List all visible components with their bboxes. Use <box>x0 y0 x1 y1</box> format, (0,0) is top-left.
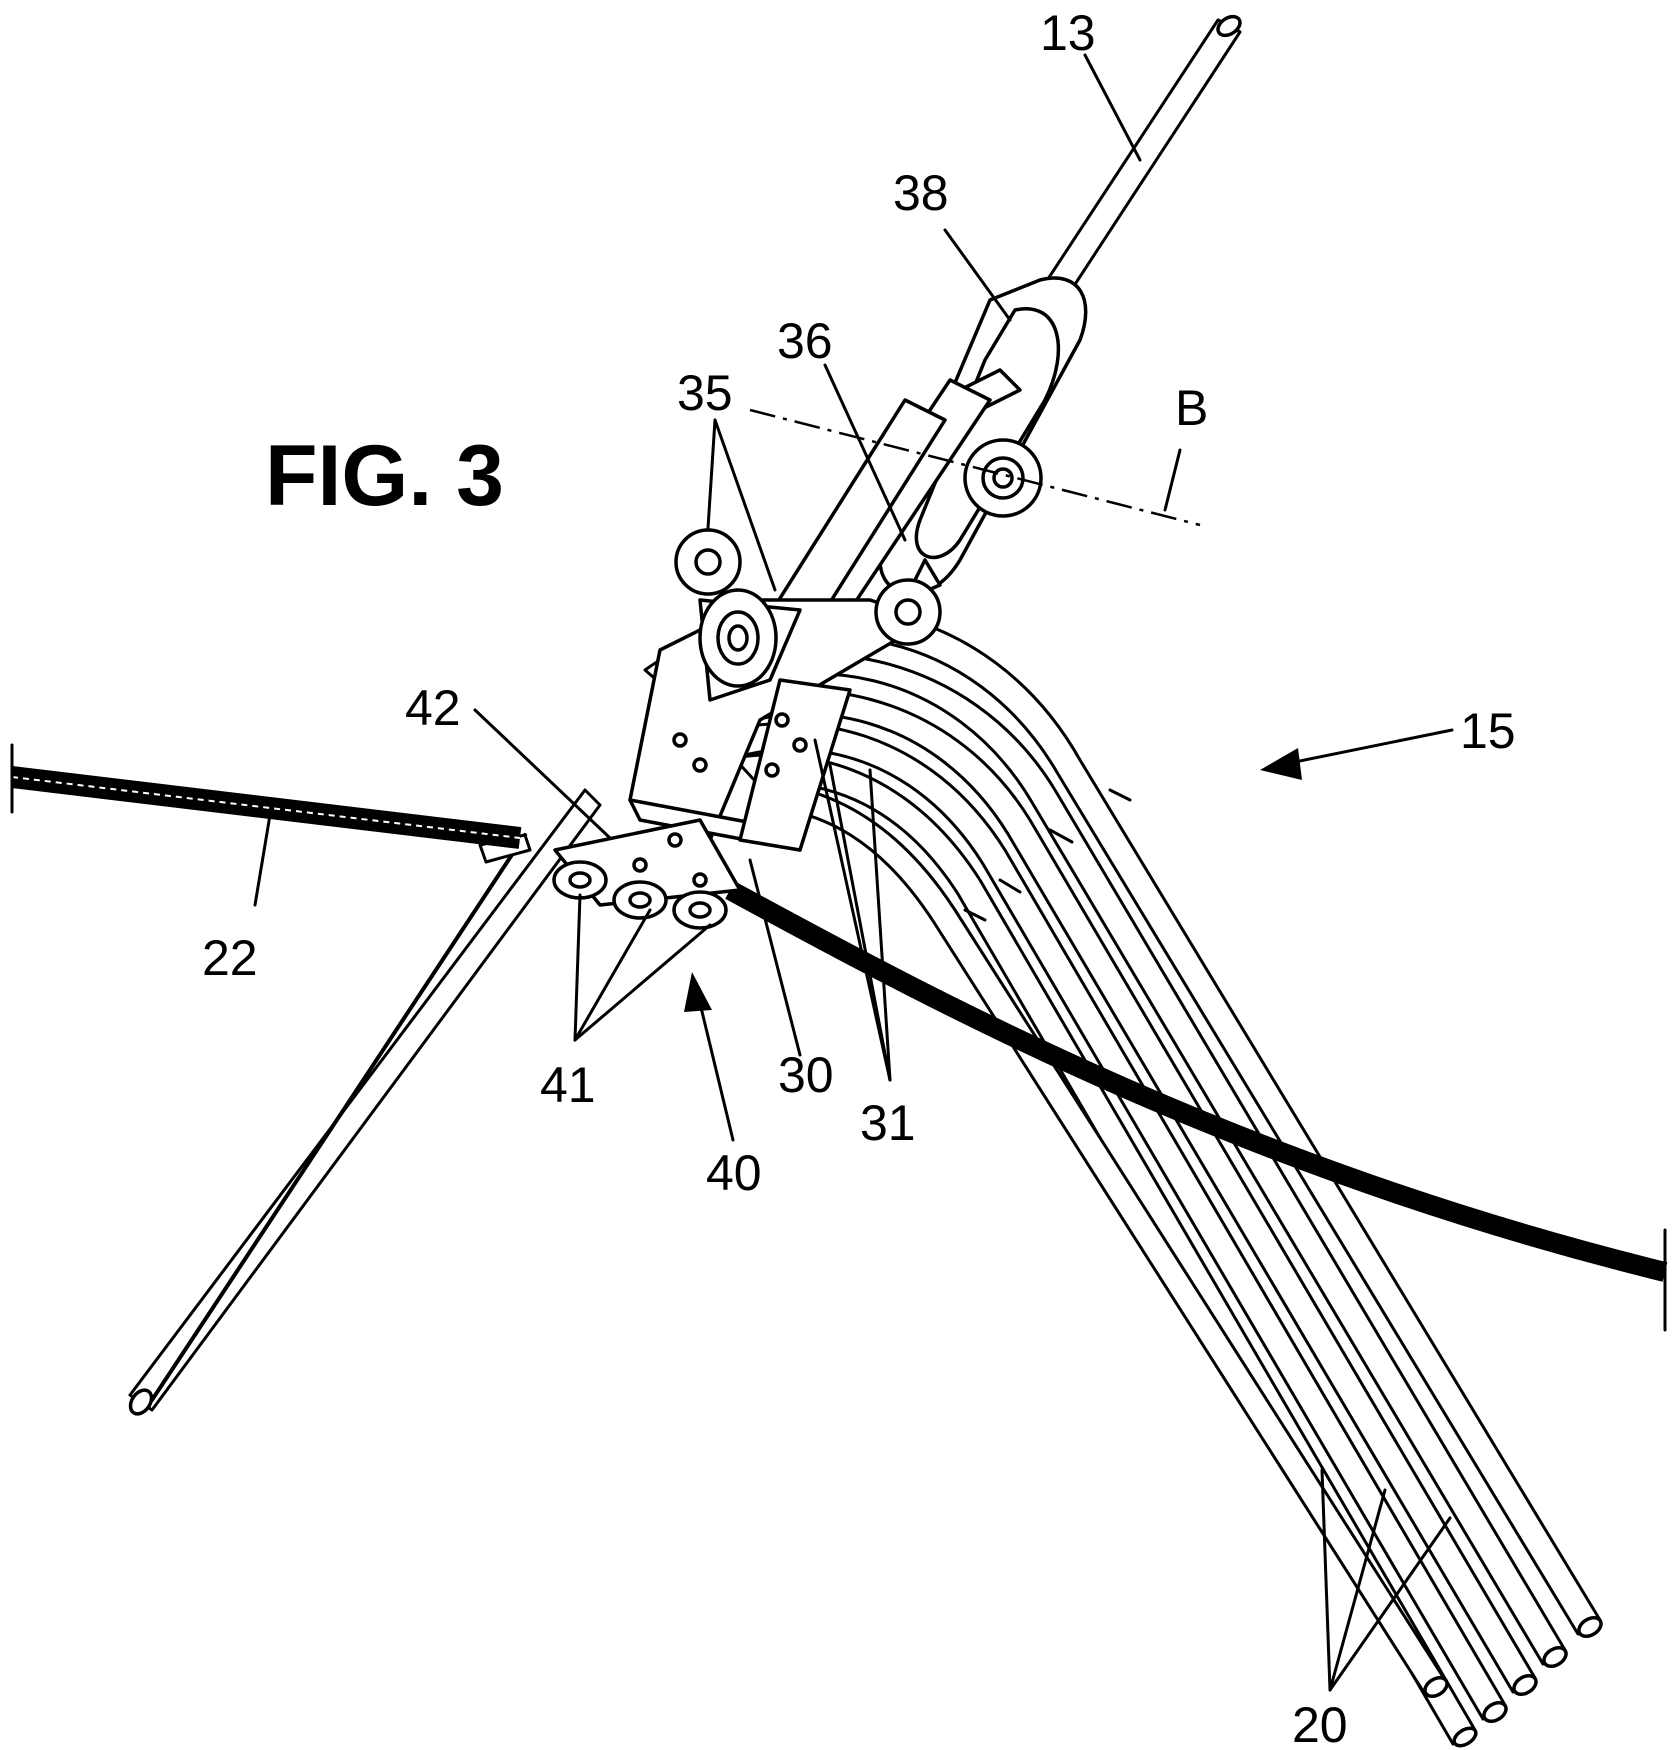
label-31: 31 <box>860 1095 916 1151</box>
arrow-15 <box>1260 730 1452 780</box>
arrow-40 <box>684 972 733 1140</box>
label-20: 20 <box>1292 1697 1348 1750</box>
label-35: 35 <box>677 365 733 421</box>
label-b: B <box>1175 380 1208 436</box>
label-40: 40 <box>706 1145 762 1201</box>
label-36: 36 <box>777 313 833 369</box>
label-38: 38 <box>893 165 949 221</box>
label-42: 42 <box>405 680 461 736</box>
left-straight-rod <box>126 790 600 1418</box>
label-13: 13 <box>1040 5 1096 61</box>
figure-title: FIG. 3 <box>265 428 504 524</box>
label-22: 22 <box>202 930 258 986</box>
axis-b-tick <box>1165 450 1180 510</box>
label-15: 15 <box>1460 703 1516 759</box>
label-41: 41 <box>540 1057 596 1113</box>
label-30: 30 <box>778 1047 834 1103</box>
